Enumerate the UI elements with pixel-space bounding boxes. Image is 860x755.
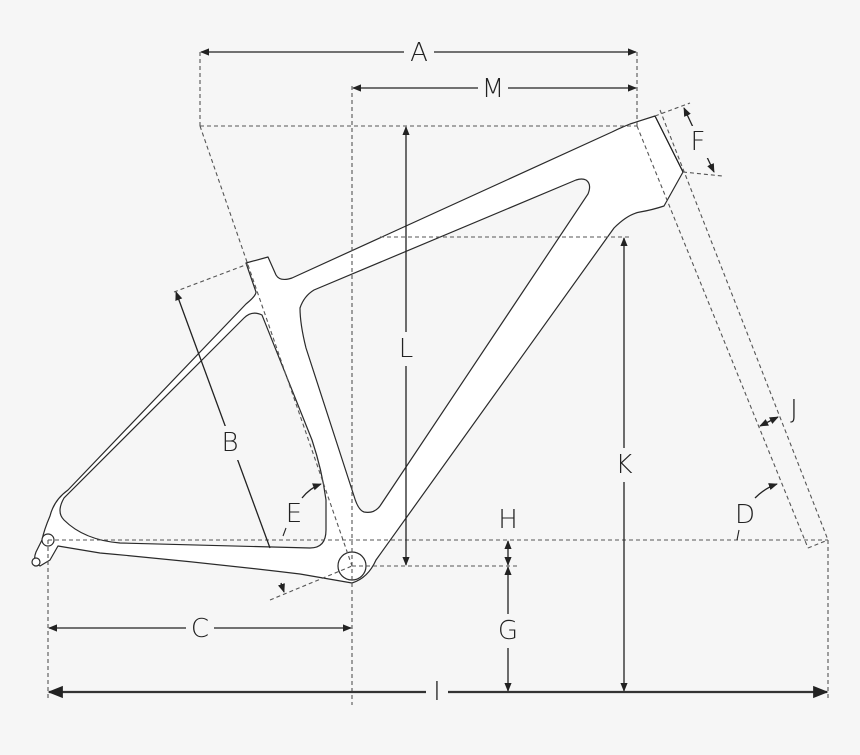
label-F: F xyxy=(691,127,706,157)
dimension-A: A xyxy=(200,36,637,68)
dimension-K: K xyxy=(612,237,636,692)
label-E: E xyxy=(286,499,302,529)
label-L: L xyxy=(399,334,414,364)
dimension-G: G xyxy=(496,566,520,692)
dropout-hanger-circle xyxy=(31,557,41,567)
label-M: M xyxy=(482,74,504,104)
dimension-E: E xyxy=(277,483,322,593)
label-I: I xyxy=(433,677,441,707)
dimension-C: C xyxy=(48,612,352,646)
head-tube-end xyxy=(654,115,684,173)
bike-frame xyxy=(31,115,684,584)
label-B: B xyxy=(221,428,238,458)
label-C: C xyxy=(191,614,209,644)
construction-lines xyxy=(47,52,829,705)
label-G: G xyxy=(498,616,518,646)
dimension-M: M xyxy=(352,72,637,104)
label-A: A xyxy=(410,38,428,68)
dimension-F: F xyxy=(683,107,715,173)
label-J: J xyxy=(790,395,798,425)
dimension-D: D xyxy=(735,483,778,541)
dimension-H: H xyxy=(498,505,518,566)
dimension-B: B xyxy=(175,291,271,549)
label-K: K xyxy=(615,450,632,480)
front-triangle-opening xyxy=(299,178,591,513)
label-H: H xyxy=(498,505,518,535)
dimension-J: J xyxy=(759,395,798,427)
dimension-I: I xyxy=(47,674,829,710)
rear-triangle-opening xyxy=(59,312,327,549)
label-D: D xyxy=(735,500,755,530)
dimension-L: L xyxy=(394,126,418,566)
